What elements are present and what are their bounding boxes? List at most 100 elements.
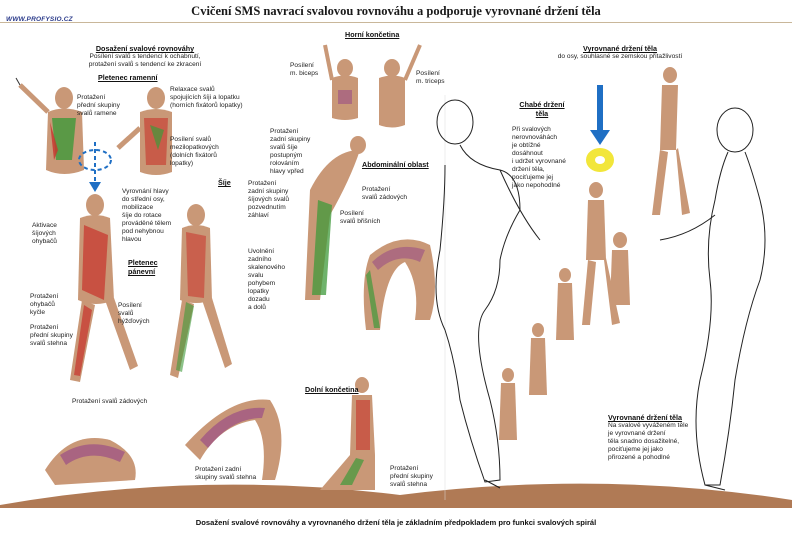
label-shoulder-relax: Relaxace svalů spojujících šíji a lopatk… — [170, 86, 270, 110]
balance-line-2: protažení svalů s tendencí ke zkracení — [88, 61, 202, 68]
label-abdominal-abs: Posílení svalů břišních — [340, 210, 410, 226]
text-line: pozvednutím — [248, 204, 286, 211]
text-line: Protažení — [248, 180, 277, 187]
weak-posture-heading: Chabé držení těla — [512, 100, 572, 118]
figure-abdominal-roll — [305, 136, 366, 300]
text-line: svalů břišních — [340, 218, 381, 225]
text-line: držení těla, — [512, 166, 545, 173]
figure-kneeling-quad — [320, 377, 375, 490]
text-line: Protažení — [270, 128, 299, 135]
balance-heading: Dosažení svalové rovnováhy — [95, 44, 195, 53]
text-line: pohybem — [248, 280, 276, 287]
text-line: záhlaví — [248, 212, 269, 219]
shoulder-girdle-heading: Pletenec ramenní — [98, 73, 158, 82]
text-line: svalu — [248, 272, 264, 279]
text-line: těla snadno dosažitelné, — [608, 438, 680, 445]
text-line: Aktivace — [32, 222, 57, 229]
floor-mound — [0, 483, 792, 508]
figure-posture-sequence — [499, 67, 690, 440]
header-divider — [0, 22, 792, 23]
site-url: WWW.PROFYSIO.CZ — [6, 16, 73, 23]
figure-pelvic-stretch — [70, 194, 138, 382]
text-line: svalů šíje — [270, 144, 298, 151]
rotation-arrow-icon — [78, 142, 112, 192]
label-neck-activate: Aktivace šíjových ohybačů — [32, 222, 82, 246]
label-lower-hamstring: Protažení zadní skupiny svalů stehna — [195, 466, 285, 482]
page-title: Cvičení SMS navrací svalovou rovnováhu a… — [191, 4, 601, 18]
label-neck-release: Uvolnění zadního skalenového svalu pohyb… — [248, 248, 308, 312]
text-line: přední skupiny — [77, 102, 120, 109]
text-line: Při svalových — [512, 126, 551, 133]
text-line: svalů zádových — [362, 194, 408, 201]
upright-top-text: do osy, souhlasné se zemskou přitažlivos… — [557, 53, 683, 60]
text-line: dozadu — [248, 296, 270, 303]
label-pelvic-hip: Protažení ohybačů kyčle — [30, 293, 80, 317]
text-line: je vyrovnané držení — [608, 430, 666, 437]
text-line: mezilopatkových — [170, 144, 219, 151]
upright-bottom-heading: Vyrovnané držení těla — [608, 413, 683, 422]
text-line: Protažení — [30, 293, 59, 300]
text-line: i udržet vyrovnané — [512, 158, 566, 165]
text-line: Vyrovnání hlavy — [122, 188, 169, 195]
heading-line: Chabé držení — [519, 100, 565, 109]
text-line: Posílení — [340, 210, 364, 217]
text-line: zadního — [248, 256, 272, 263]
text-line: lopatky) — [170, 160, 194, 167]
text-line: pociťujeme jej jako — [608, 446, 663, 453]
text-line: Protažení — [362, 186, 391, 193]
figure-shoulder-stretch — [15, 77, 84, 174]
label-pelvic-glute: Posílení svalů hýžďových — [118, 302, 168, 326]
section-upright-top: Vyrovnané držení těla do osy, souhlasné … — [545, 44, 695, 61]
text-line: (horních fixátorů lopatky) — [170, 102, 243, 109]
neck-heading: Šíje — [218, 178, 231, 187]
text-line: přední skupiny — [30, 332, 73, 339]
upright-top-heading: Vyrovnané držení těla — [582, 44, 658, 53]
label-shoulder-strengthen: Posílení svalů mezilopatkových (dolních … — [170, 136, 250, 168]
weak-posture-text: Při svalových nerovnováhách je obtížné d… — [512, 126, 597, 190]
text-line: ohybačů — [32, 238, 57, 245]
text-line: pod nehybnou — [122, 228, 164, 235]
text-line: Uvolnění — [248, 248, 275, 255]
abdominal-heading: Abdominální oblast — [362, 160, 429, 169]
text-line: hýžďových — [118, 318, 150, 325]
text-line: mobilizace — [122, 204, 154, 211]
label-abdominal-back: Protažení svalů zádových — [362, 186, 432, 202]
text-line: pociťujeme jej — [512, 174, 553, 181]
label-neck-back-stretch: Protažení zadní skupiny šíjových svalů p… — [248, 180, 318, 220]
text-line: Protažení — [390, 465, 419, 472]
sun-disc-icon — [586, 148, 614, 172]
text-line: kyčle — [30, 309, 46, 316]
text-line: šíjových svalů — [248, 196, 290, 203]
lower-limb-heading: Dolní končetina — [305, 385, 359, 394]
figure-upright-outline — [659, 107, 766, 491]
text-line: Posílení — [118, 302, 142, 309]
text-line: hlavy vpřed — [270, 168, 304, 175]
figure-biceps — [323, 44, 358, 120]
text-line: je obtížné — [512, 142, 541, 149]
figure-child-pose — [45, 438, 136, 485]
text-line: přední skupiny — [390, 473, 433, 480]
text-line: Posílení svalů — [170, 136, 212, 143]
label-neck-align: Vyrovnání hlavy do střední osy, mobiliza… — [122, 188, 202, 244]
text-line: šíjových — [32, 230, 56, 237]
text-line: spojujících šíji a lopatku — [170, 94, 240, 101]
text-line: lopatky — [248, 288, 269, 295]
text-line: postupným — [270, 152, 303, 159]
gravity-arrow-icon — [590, 85, 610, 145]
text-line: m. biceps — [290, 70, 319, 77]
text-line: (dolních fixátorů — [170, 152, 217, 159]
text-line: Posílení — [416, 70, 440, 77]
label-triceps: Posílení m. triceps — [416, 70, 466, 86]
text-line: šíje do rotace — [122, 212, 162, 219]
figure-abdominal-bend — [363, 239, 435, 330]
text-line: Relaxace svalů — [170, 86, 215, 93]
text-line: Protažení zadní — [195, 466, 242, 473]
text-line: m. triceps — [416, 78, 445, 85]
label-lower-quad: Protažení přední skupiny svalů stehna — [390, 465, 460, 489]
section-balance: Dosažení svalové rovnováhy Posílení sval… — [60, 44, 230, 69]
figure-neck-release — [170, 204, 232, 378]
text-line: nerovnováhách — [512, 134, 558, 141]
label-shoulder-stretch: Protažení přední skupiny svalů ramene — [77, 94, 137, 118]
text-line: hlavou — [122, 236, 142, 243]
